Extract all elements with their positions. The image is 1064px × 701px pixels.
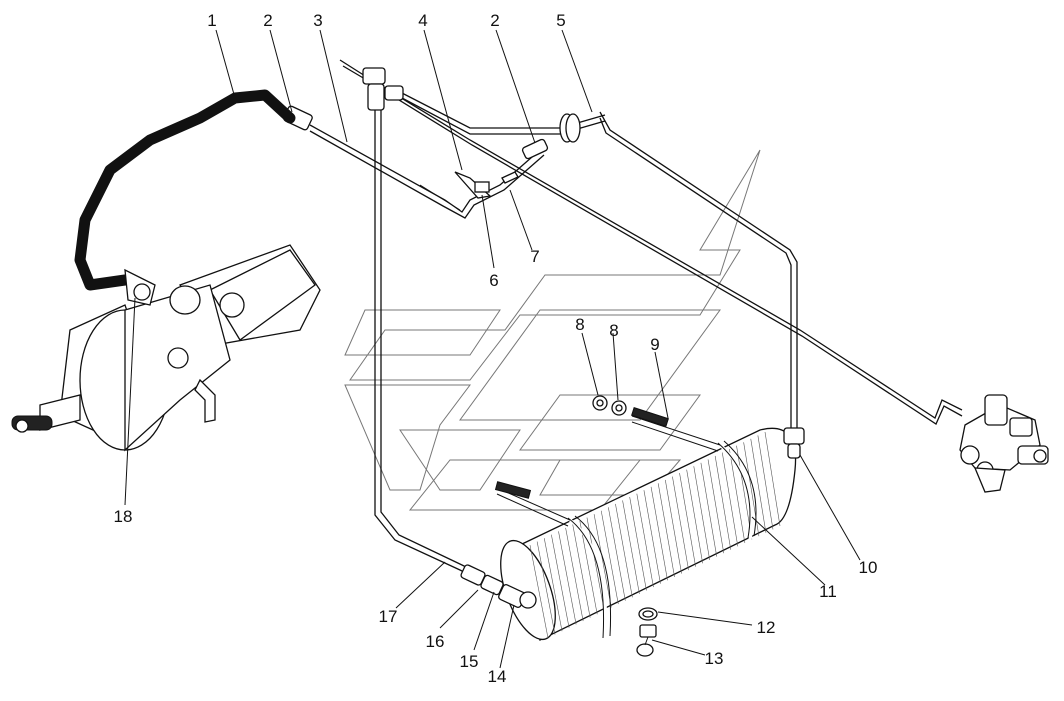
tank-rib — [536, 541, 556, 635]
tank-rib — [721, 452, 739, 547]
pipe-3 — [309, 124, 545, 219]
callout-14: 14 — [488, 667, 507, 686]
main-pipe — [339, 59, 963, 425]
tank-rib — [586, 517, 605, 611]
callout-8a: 8 — [575, 315, 584, 334]
callout-1: 1 — [207, 11, 216, 30]
tank-rib — [707, 459, 725, 554]
tank-rib — [700, 462, 718, 557]
tank-rib — [608, 507, 626, 601]
bracket — [454, 171, 519, 199]
callout-2b: 2 — [490, 11, 499, 30]
tank-rib — [686, 469, 703, 564]
callout-9: 9 — [650, 335, 659, 354]
callout-15: 15 — [460, 652, 479, 671]
tank-rib — [593, 514, 612, 608]
callout-11: 11 — [819, 582, 837, 601]
tank-rib — [693, 466, 710, 560]
pipe-clamp — [559, 113, 581, 143]
valve-assembly — [959, 394, 1049, 493]
tank-rib — [643, 490, 661, 584]
nuts-8 — [592, 395, 627, 416]
callout-5: 5 — [556, 11, 565, 30]
callout-18: 18 — [114, 507, 133, 526]
tank-rib — [572, 524, 591, 618]
brake-chamber-assembly — [11, 244, 321, 452]
callout-6: 6 — [489, 271, 498, 290]
tank-rib — [579, 520, 598, 615]
drain-fittings — [460, 564, 537, 609]
washer-12 — [638, 607, 658, 621]
callout-13: 13 — [705, 649, 724, 668]
pipe-5 — [599, 111, 798, 430]
tank-rib — [764, 431, 781, 527]
pipe-17 — [374, 110, 473, 576]
air-tank — [494, 407, 797, 641]
tank-rib — [529, 544, 549, 639]
tee-fitting — [362, 67, 404, 111]
callout-labels: 1 2 3 4 2 5 6 7 8 8 9 10 11 12 13 14 15 … — [114, 11, 878, 686]
callout-16: 16 — [426, 632, 445, 651]
tank-rib — [600, 510, 619, 605]
callout-17: 17 — [379, 607, 398, 626]
tank-rib — [650, 486, 668, 581]
tank-rib — [543, 538, 563, 632]
tank-rib — [714, 455, 732, 550]
watermark — [344, 149, 761, 511]
rubber-hose — [74, 89, 296, 291]
tank-rib — [757, 435, 774, 530]
tank-rib — [750, 438, 767, 533]
tank-rib — [615, 503, 633, 598]
tank-rib — [551, 534, 570, 628]
tank-rib — [665, 479, 682, 574]
tank-rib — [565, 527, 584, 622]
tank-rib — [636, 493, 654, 588]
tank-rib — [679, 473, 696, 567]
leader-lines — [124, 29, 861, 669]
callout-7: 7 — [530, 247, 539, 266]
tank-rib — [629, 497, 647, 591]
callout-8b: 8 — [609, 321, 618, 340]
callout-3: 3 — [313, 11, 322, 30]
callout-2a: 2 — [263, 11, 272, 30]
callout-12: 12 — [757, 618, 776, 637]
tank-rib — [558, 531, 577, 625]
drain-plug-13 — [636, 624, 657, 657]
tank-rib — [729, 449, 746, 544]
tank-fitting-10 — [783, 427, 805, 459]
tank-rib — [657, 483, 675, 577]
callout-10: 10 — [859, 558, 878, 577]
tank-rib — [672, 476, 689, 571]
tank-rib — [622, 500, 640, 594]
callout-4: 4 — [418, 11, 427, 30]
